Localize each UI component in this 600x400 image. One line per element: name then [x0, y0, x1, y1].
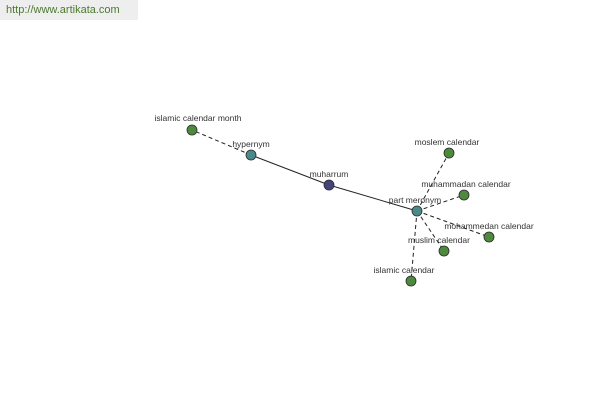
- edge-part-meronym-to-muslim-calendar: [416, 210, 445, 252]
- site-url-banner[interactable]: http://www.artikata.com: [0, 0, 138, 20]
- node-label-muharrum[interactable]: muharrum: [310, 169, 349, 179]
- node-label-islamic-calendar-month[interactable]: islamic calendar month: [155, 113, 242, 123]
- edge-muharrum-to-hypernym: [250, 154, 330, 186]
- node-islamic-calendar-month[interactable]: [186, 124, 198, 136]
- node-label-moslem-calendar[interactable]: moslem calendar: [415, 137, 480, 147]
- edge-part-meronym-to-mohammedan-calendar: [416, 210, 490, 238]
- edge-part-meronym-to-muhammadan-calendar-1: [416, 194, 465, 212]
- edge-muharrum-to-part-meronym: [328, 184, 418, 212]
- node-muslim-calendar[interactable]: [438, 245, 450, 257]
- node-mohammedan-calendar[interactable]: [483, 231, 495, 243]
- edges-layer: [191, 129, 490, 282]
- node-label-part-meronym[interactable]: part meronym: [389, 195, 441, 205]
- edge-part-meronym-to-islamic-calendar: [410, 210, 418, 282]
- node-label-hypernym[interactable]: hypernym: [232, 139, 269, 149]
- node-hypernym[interactable]: [245, 149, 257, 161]
- node-label-muslim-calendar[interactable]: muslim calendar: [408, 235, 470, 245]
- node-moslem-calendar[interactable]: [443, 147, 455, 159]
- labels-layer: muharrum hypernym part meronym islamic cale…: [155, 113, 534, 275]
- node-label-islamic-calendar[interactable]: islamic calendar: [374, 265, 435, 275]
- nodes-layer: [186, 124, 495, 287]
- node-label-muhammadan-calendar-1[interactable]: muhammadan calendar: [421, 179, 510, 189]
- node-muhammadan-calendar-1[interactable]: [458, 189, 470, 201]
- edge-hypernym-to-islamic-calendar-month: [191, 129, 252, 156]
- node-islamic-calendar[interactable]: [405, 275, 417, 287]
- node-muharrum[interactable]: [323, 179, 335, 191]
- node-part-meronym[interactable]: [411, 205, 423, 217]
- node-label-mohammedan-calendar[interactable]: mohammedan calendar: [444, 221, 533, 231]
